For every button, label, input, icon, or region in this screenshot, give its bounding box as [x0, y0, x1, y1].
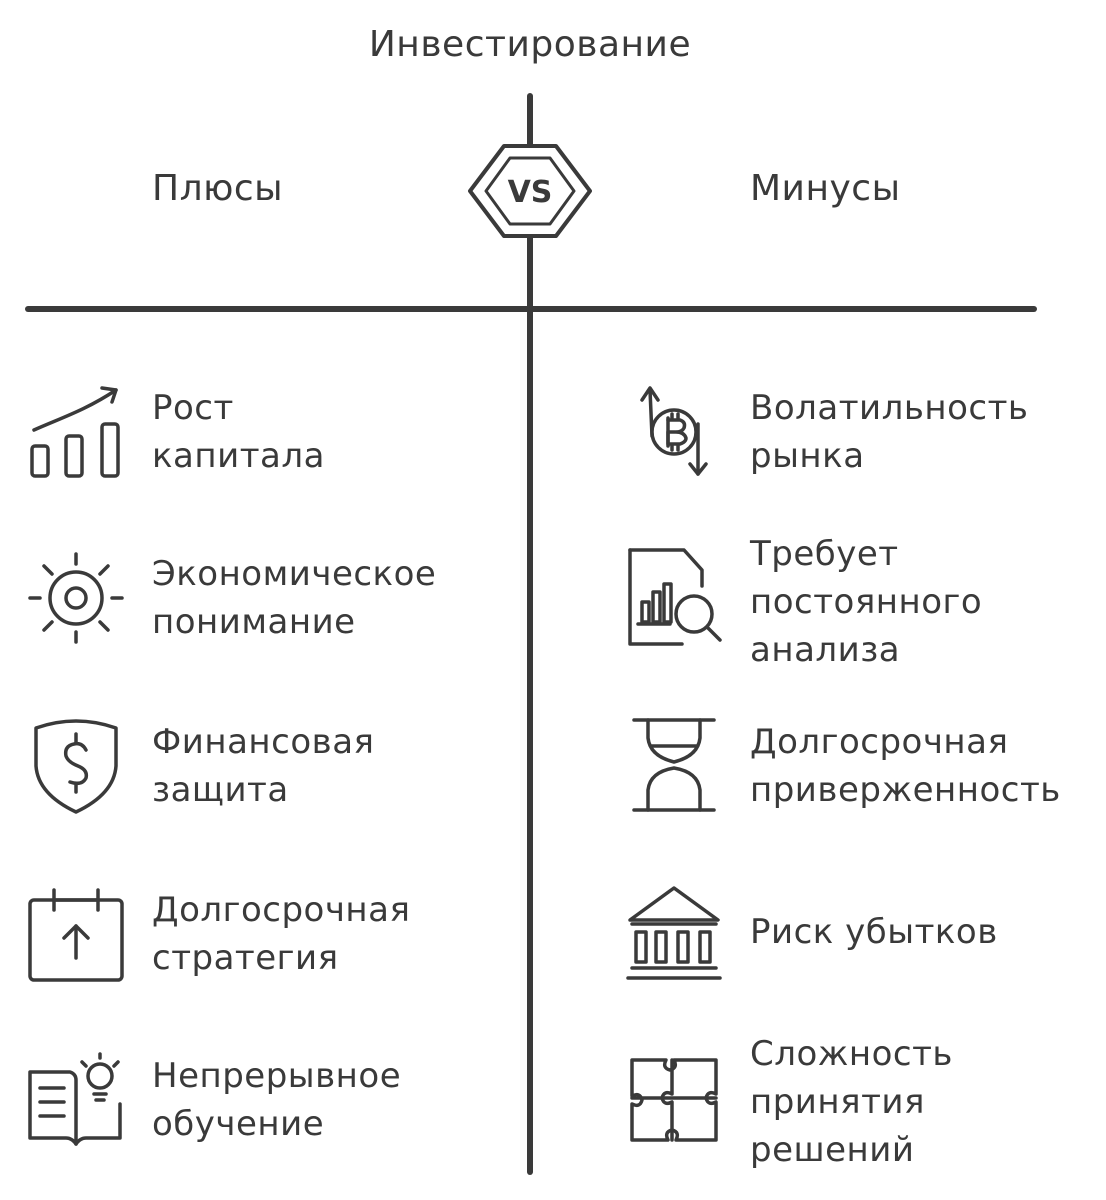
pro-item-financial-protection: Финансовая защита: [26, 716, 466, 826]
book-bulb-icon: [28, 1052, 122, 1146]
pros-heading: Плюсы: [152, 168, 284, 209]
pro-item-capital-growth: Рост капитала: [26, 380, 466, 490]
puzzle-icon: [630, 1058, 718, 1142]
document-search-icon: [628, 548, 722, 646]
con-label: Сложность принятия решений: [750, 1034, 953, 1170]
calendar-arrow-icon: [28, 888, 124, 982]
con-label: Волатильность рынка: [750, 388, 1029, 476]
pro-label: Долгосрочная стратегия: [152, 890, 411, 978]
vertical-divider: [527, 93, 533, 1175]
pro-label: Финансовая защита: [152, 722, 375, 810]
pro-label: Экономическое понимание: [152, 554, 437, 642]
vs-badge: VS: [468, 144, 592, 238]
cons-heading: Минусы: [750, 168, 901, 209]
pro-item-continuous-learning: Непрерывное обучение: [26, 1052, 466, 1162]
vs-label: VS: [508, 175, 553, 210]
bitcoin-arrows-icon: [640, 386, 708, 476]
con-item-decision-complexity: Сложность принятия решений: [626, 1030, 1096, 1180]
horizontal-divider: [25, 306, 1037, 312]
con-label: Требует постоянного анализа: [750, 534, 983, 670]
gear-sun-icon: [28, 552, 124, 644]
con-label: Риск убытков: [750, 912, 998, 952]
pro-item-economic-understanding: Экономическое понимание: [26, 550, 466, 660]
pro-label: Рост капитала: [152, 388, 325, 476]
growth-chart-icon: [30, 386, 120, 478]
bank-icon: [626, 886, 722, 980]
con-label: Долгосрочная приверженность: [750, 722, 1061, 810]
con-item-market-volatility: Волатильность рынка: [626, 380, 1096, 490]
pro-item-long-term-strategy: Долгосрочная стратегия: [26, 886, 466, 996]
con-item-risk-of-losses: Риск убытков: [626, 884, 1096, 994]
dollar-shield-icon: [34, 719, 118, 814]
con-item-long-term-commitment: Долгосрочная приверженность: [626, 716, 1096, 826]
hourglass-icon: [632, 718, 716, 812]
diagram-title: Инвестирование: [368, 24, 692, 65]
con-item-requires-analysis: Требует постоянного анализа: [626, 530, 1096, 680]
pro-label: Непрерывное обучение: [152, 1056, 402, 1144]
